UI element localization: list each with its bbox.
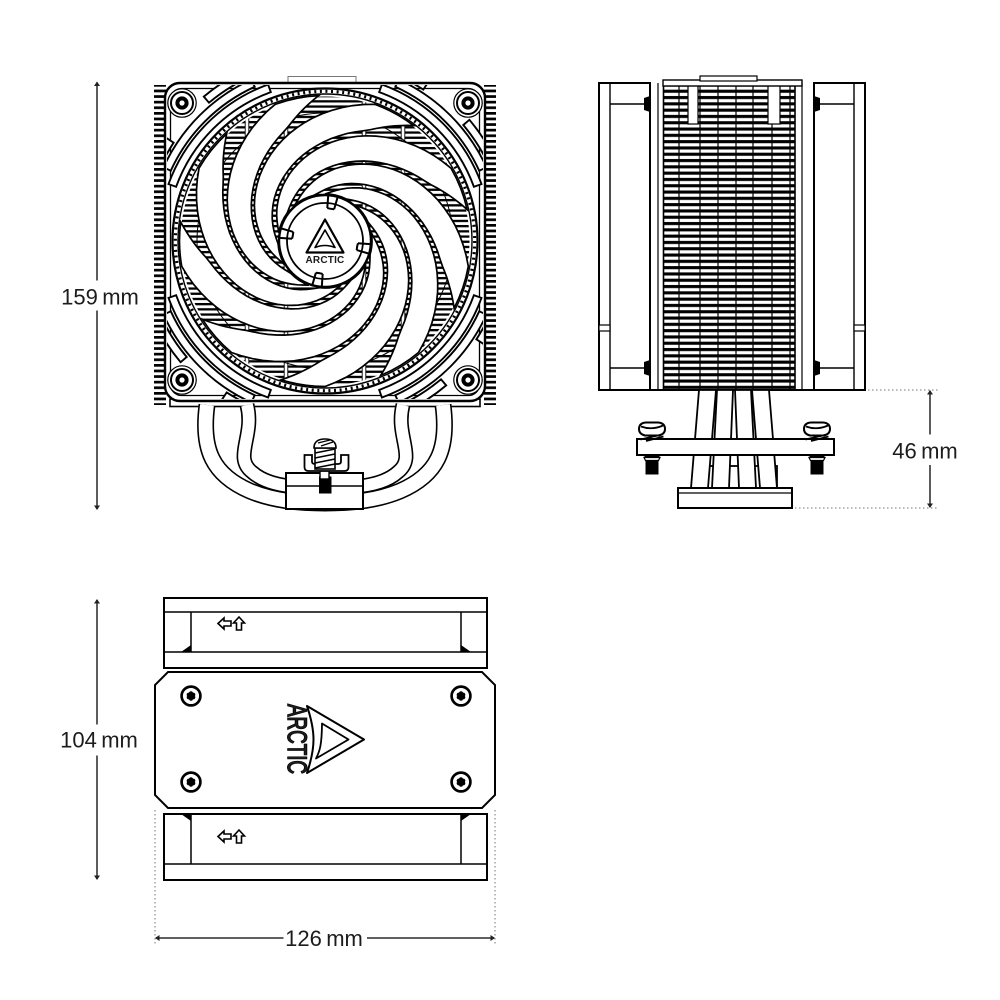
svg-text:104 mm: 104 mm [60,728,138,753]
svg-text:159 mm: 159 mm [61,285,139,310]
svg-text:46 mm: 46 mm [892,439,958,464]
svg-text:126 mm: 126 mm [285,926,363,951]
svg-text:ARCTIC: ARCTIC [282,704,312,774]
svg-text:ARCTIC: ARCTIC [306,255,345,266]
